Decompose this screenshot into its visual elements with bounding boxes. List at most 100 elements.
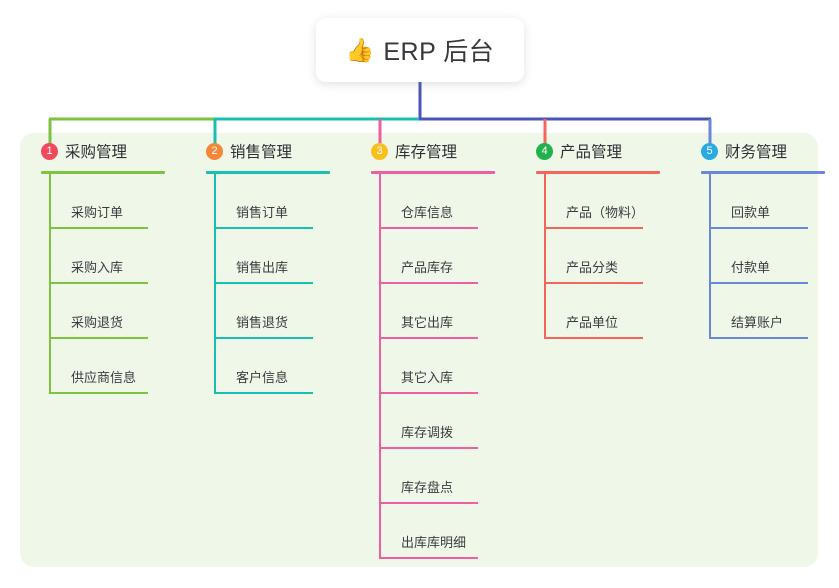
branch-spine-4 [544, 174, 546, 339]
branch-item-label: 出库库明细 [401, 535, 467, 550]
branch-item-label: 采购订单 [71, 205, 124, 220]
branch-item-rule [49, 392, 148, 394]
branch-item-label: 产品分类 [566, 260, 619, 275]
branch-item[interactable]: 回款单 [709, 174, 839, 229]
branch-items-5: 回款单付款单结算账户 [709, 174, 839, 339]
branch-item-rule [709, 227, 808, 229]
branch-item-label: 结算账户 [731, 315, 784, 330]
branch-item-label: 采购退货 [71, 315, 124, 330]
root-node[interactable]: 👍 ERP 后台 [316, 18, 524, 82]
branch-item[interactable]: 仓库信息 [379, 174, 515, 229]
branch-item[interactable]: 其它出库 [379, 284, 515, 339]
branch-item-label: 仓库信息 [401, 205, 454, 220]
branch-item-rule [379, 502, 478, 504]
branch-item[interactable]: 销售退货 [214, 284, 350, 339]
branch-title-4: 产品管理 [560, 144, 623, 161]
branch-item-label: 其它入库 [401, 370, 454, 385]
branch-item[interactable]: 库存调拨 [379, 394, 515, 449]
branch-header-1[interactable]: 1 采购管理 [20, 133, 185, 169]
branch-spine-1 [49, 174, 51, 394]
branch-items-2: 销售订单销售出库销售退货客户信息 [214, 174, 350, 394]
branch-item[interactable]: 销售订单 [214, 174, 350, 229]
branch-item[interactable]: 库存盘点 [379, 449, 515, 504]
branch-item-label: 付款单 [731, 260, 771, 275]
branch-item-label: 产品（物料） [566, 205, 645, 220]
branch-title-5: 财务管理 [725, 144, 788, 161]
branch-column-3: 3 库存管理仓库信息产品库存其它出库其它入库库存调拨库存盘点出库库明细 [350, 133, 515, 559]
branch-item-rule [379, 392, 478, 394]
branch-item-rule [379, 557, 478, 559]
branch-item[interactable]: 产品库存 [379, 229, 515, 284]
branch-item-label: 产品库存 [401, 260, 454, 275]
branch-item[interactable]: 采购退货 [49, 284, 185, 339]
branch-rule-2 [206, 171, 330, 174]
branch-item-label: 库存盘点 [401, 480, 454, 495]
branch-item[interactable]: 采购订单 [49, 174, 185, 229]
branch-item-rule [709, 282, 808, 284]
branch-item-rule [49, 282, 148, 284]
branch-item[interactable]: 产品分类 [544, 229, 680, 284]
branch-item-rule [379, 447, 478, 449]
branch-title-2: 销售管理 [230, 144, 293, 161]
branch-rule-5 [701, 171, 825, 174]
branch-item-label: 销售出库 [236, 260, 289, 275]
branch-header-4[interactable]: 4 产品管理 [515, 133, 680, 169]
branch-item[interactable]: 供应商信息 [49, 339, 185, 394]
branch-item-rule [709, 337, 808, 339]
branch-item-rule [379, 337, 478, 339]
branch-item[interactable]: 出库库明细 [379, 504, 515, 559]
branch-item-label: 回款单 [731, 205, 771, 220]
branch-column-2: 2 销售管理销售订单销售出库销售退货客户信息 [185, 133, 350, 394]
branch-spine-2 [214, 174, 216, 394]
branch-item[interactable]: 产品单位 [544, 284, 680, 339]
branch-item-rule [214, 337, 313, 339]
branch-item-rule [379, 282, 478, 284]
branch-item[interactable]: 产品（物料） [544, 174, 680, 229]
branch-item-rule [544, 337, 643, 339]
branch-items-3: 仓库信息产品库存其它出库其它入库库存调拨库存盘点出库库明细 [379, 174, 515, 559]
branch-header-3[interactable]: 3 库存管理 [350, 133, 515, 169]
branch-columns: 1 采购管理采购订单采购入库采购退货供应商信息 2 销售管理销售订单销售出库销售退货客… [20, 133, 825, 567]
branch-badge-4: 4 [536, 142, 553, 160]
branch-item-label: 产品单位 [566, 315, 619, 330]
branch-spine-3 [379, 174, 381, 559]
branch-item-rule [379, 227, 478, 229]
branch-spine-5 [709, 174, 711, 339]
branch-item-rule [544, 282, 643, 284]
branch-title-3: 库存管理 [395, 144, 458, 161]
branch-item[interactable]: 客户信息 [214, 339, 350, 394]
branch-rule-4 [536, 171, 660, 174]
diagram-panel [20, 133, 818, 567]
branch-badge-3: 3 [371, 142, 388, 160]
branch-item[interactable]: 结算账户 [709, 284, 839, 339]
branch-item-rule [214, 227, 313, 229]
branch-item[interactable]: 销售出库 [214, 229, 350, 284]
branch-rule-3 [371, 171, 495, 174]
branch-column-4: 4 产品管理产品（物料） 产品分类产品单位 [515, 133, 680, 339]
branch-items-1: 采购订单采购入库采购退货供应商信息 [49, 174, 185, 394]
branch-item-label: 销售订单 [236, 205, 289, 220]
branch-item-rule [544, 227, 643, 229]
branch-header-2[interactable]: 2 销售管理 [185, 133, 350, 169]
branch-item[interactable]: 其它入库 [379, 339, 515, 394]
thumbs-up-icon: 👍 [345, 36, 375, 63]
branch-item[interactable]: 采购入库 [49, 229, 185, 284]
branch-item-rule [49, 227, 148, 229]
branch-badge-1: 1 [41, 142, 58, 160]
branch-item-label: 其它出库 [401, 315, 454, 330]
branch-rule-1 [41, 171, 165, 174]
branch-item-label: 销售退货 [236, 315, 289, 330]
branch-item-rule [214, 282, 313, 284]
branch-item-label: 采购入库 [71, 260, 124, 275]
branch-column-1: 1 采购管理采购订单采购入库采购退货供应商信息 [20, 133, 185, 394]
branch-item[interactable]: 付款单 [709, 229, 839, 284]
root-title: ERP 后台 [383, 38, 495, 66]
branch-title-1: 采购管理 [65, 144, 128, 161]
branch-item-rule [214, 392, 313, 394]
branch-item-label: 供应商信息 [71, 370, 137, 385]
branch-badge-2: 2 [206, 142, 223, 160]
branch-items-4: 产品（物料） 产品分类产品单位 [544, 174, 680, 339]
branch-item-label: 库存调拨 [401, 425, 454, 440]
